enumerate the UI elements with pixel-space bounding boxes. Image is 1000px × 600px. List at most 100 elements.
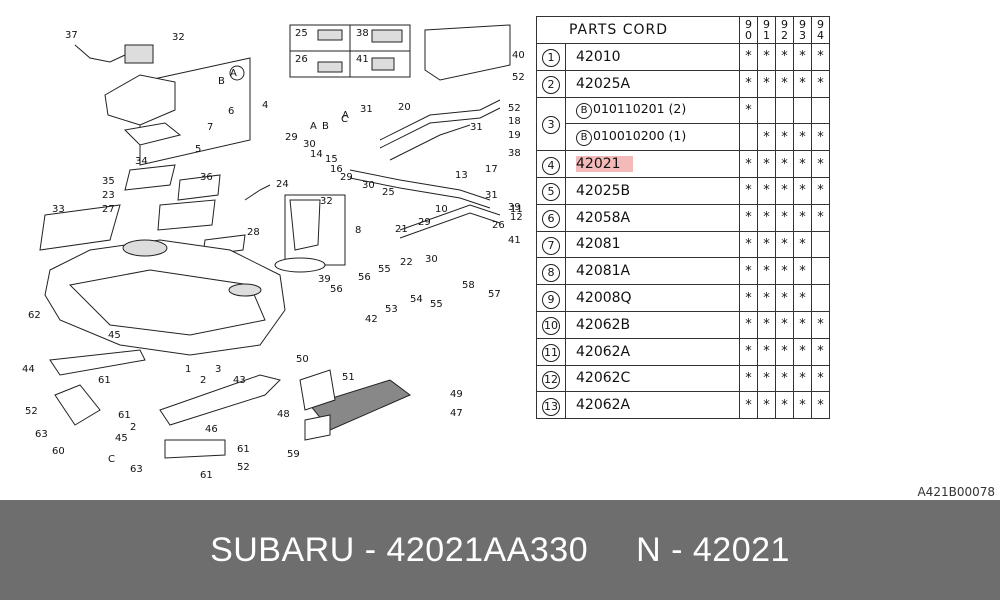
applicable-mark: * [745, 183, 752, 199]
callout-label: 14 [310, 149, 323, 160]
part-code-cell: 42062B [565, 310, 740, 339]
callout-label: 61 [118, 410, 131, 421]
applicable-mark: * [745, 290, 752, 306]
callout-label: 48 [277, 409, 290, 420]
callout-label: 5 [195, 144, 201, 155]
callout-label: 63 [35, 429, 48, 440]
part-code-cell: 42021 [565, 150, 740, 178]
year-applicability-cell: * [793, 391, 812, 420]
year-applicability-cell: * [811, 150, 830, 178]
ref-number-cell: 6 [536, 203, 566, 232]
ref-number-cell: 7 [536, 230, 566, 259]
callout-label: 39 [318, 274, 331, 285]
callout-label: 18 [508, 116, 521, 127]
ref-number: 3 [542, 116, 560, 135]
strap-bracket [54, 384, 101, 426]
fuel-pipe [389, 124, 471, 161]
applicable-mark: * [799, 49, 806, 65]
year-applicability-cell: * [793, 203, 812, 232]
callout-label: 45 [115, 433, 128, 444]
filler-hose [244, 184, 271, 201]
ref-number-cell: 13 [536, 391, 566, 420]
callout-label: 63 [130, 464, 143, 475]
callout-label: 26 [295, 54, 308, 65]
callout-label: 52 [508, 103, 521, 114]
applicable-mark: * [781, 344, 788, 360]
year-applicability-cell: * [775, 391, 794, 420]
year-applicability-cell [811, 257, 830, 286]
callout-label: 44 [22, 364, 35, 375]
callout-label: 47 [450, 408, 463, 419]
ref-number-cell: 2 [536, 69, 566, 98]
callout-label: 49 [450, 389, 463, 400]
year-applicability-cell: * [739, 43, 758, 71]
callout-label: 52 [237, 462, 250, 473]
callout-label: 52 [512, 72, 525, 83]
callout-label: 25 [382, 187, 395, 198]
applicable-mark: * [781, 156, 788, 172]
lock-ring [274, 257, 326, 273]
callout-label: 12 [510, 212, 523, 223]
applicable-mark: * [817, 344, 824, 360]
tank-pad [124, 164, 176, 191]
ref-number-cell: 3 [536, 96, 566, 152]
clip-part [371, 57, 395, 71]
callout-label: A [310, 121, 317, 132]
tank-pump-opening [122, 239, 168, 257]
year-applicability-cell [811, 230, 830, 259]
callout-label: 37 [65, 30, 78, 41]
applicable-mark: * [763, 290, 770, 306]
table-title: PARTS CORD [536, 16, 740, 44]
applicable-mark: * [781, 76, 788, 92]
callout-label: 4 [262, 100, 268, 111]
tank-pad [157, 199, 216, 231]
ref-number-cell: 1 [536, 43, 566, 71]
ref-number-cell: 9 [536, 284, 566, 312]
callout-label: 61 [237, 444, 250, 455]
clip-part [371, 29, 403, 43]
year-applicability-cell: * [757, 43, 776, 71]
callout-label: 58 [462, 280, 475, 291]
callout-label: 29 [418, 217, 431, 228]
ref-number-cell: 10 [536, 310, 566, 339]
applicable-mark: * [799, 156, 806, 172]
year-applicability-cell [739, 123, 758, 152]
part-code-cell: 42025B [565, 176, 740, 205]
tank-pad [177, 174, 221, 201]
applicable-mark: * [745, 263, 752, 279]
ref-number-cell: 8 [536, 257, 566, 286]
ref-number-cell: 12 [536, 364, 566, 393]
fuel-pipe [349, 177, 491, 209]
year-applicability-cell: * [775, 337, 794, 366]
part-code-cell: 42081A [565, 257, 740, 286]
callout-label: 32 [172, 32, 185, 43]
ref-number: 10 [542, 317, 560, 336]
callout-label: 54 [410, 294, 423, 305]
applicable-mark: * [745, 236, 752, 252]
year-applicability-cell: * [739, 337, 758, 366]
applicable-mark: * [817, 210, 824, 226]
seal-ring [229, 65, 245, 81]
callout-label: 17 [485, 164, 498, 175]
year-applicability-cell: * [811, 43, 830, 71]
callout-label: 52 [25, 406, 38, 417]
sender-8 [289, 199, 321, 251]
fuel-pipe [379, 107, 501, 149]
applicable-mark: * [799, 344, 806, 360]
callout-label: 38 [356, 28, 369, 39]
pipe-bracket [424, 24, 511, 81]
ref-number: 6 [542, 210, 560, 229]
callout-label: C [108, 454, 115, 465]
part-code: 010110201 (2) [593, 101, 687, 117]
callout-label: 56 [330, 284, 343, 295]
ref-number: 4 [542, 156, 560, 175]
callout-label: 38 [508, 148, 521, 159]
callout-label: 19 [508, 130, 521, 141]
applicable-mark: * [781, 290, 788, 306]
callout-label: 23 [102, 190, 115, 201]
year-applicability-cell: * [757, 284, 776, 312]
